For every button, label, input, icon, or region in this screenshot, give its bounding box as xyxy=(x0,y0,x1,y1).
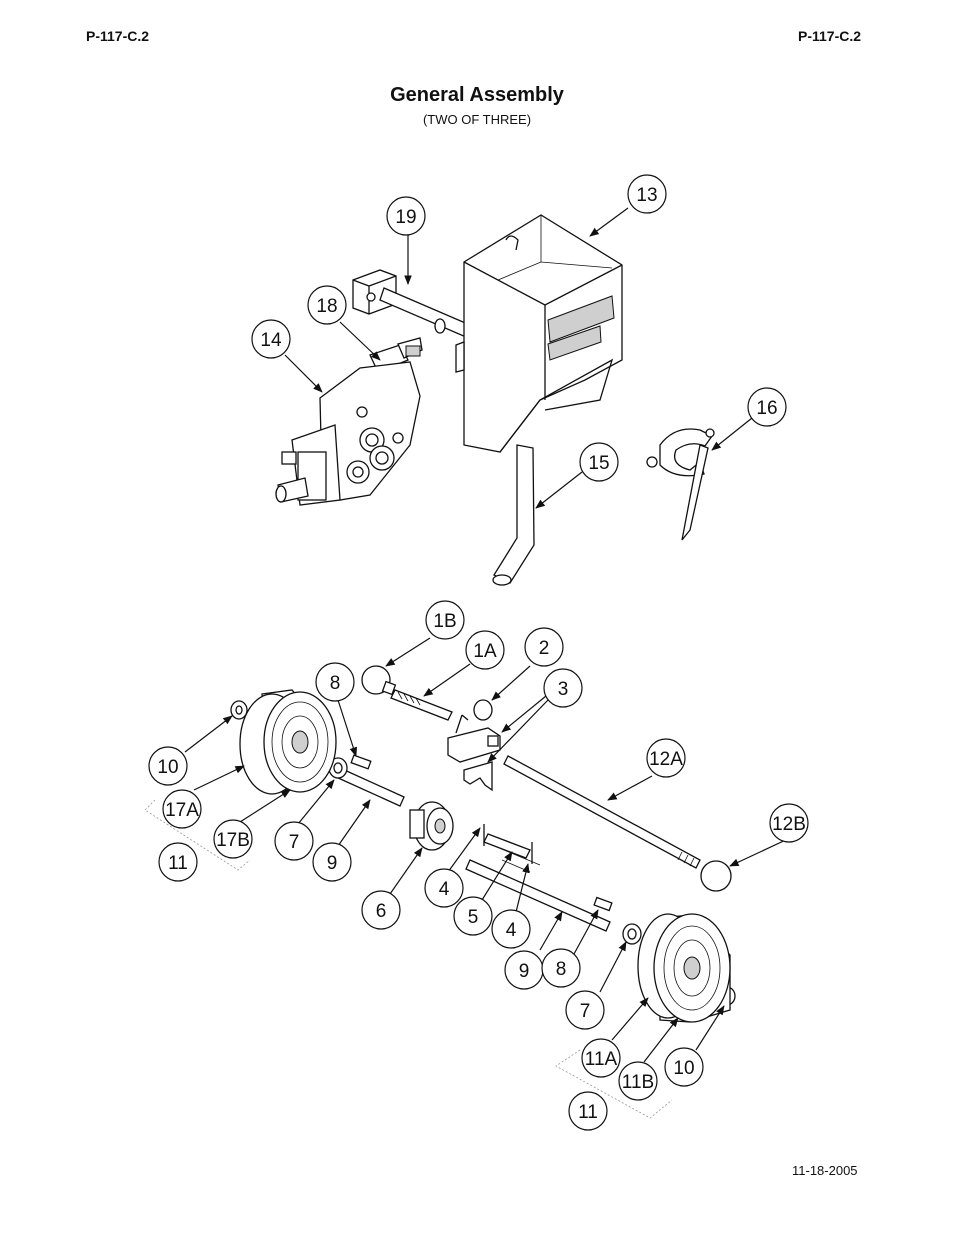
callout-label: 9 xyxy=(327,853,338,874)
leader-lines xyxy=(184,207,791,1063)
callout-16: 16 xyxy=(747,387,787,427)
callout-15: 15 xyxy=(579,442,619,482)
callout-label: 10 xyxy=(157,757,178,778)
callout-label: 5 xyxy=(468,907,479,928)
callout-9-left: 9 xyxy=(312,842,352,882)
callout-9-right: 9 xyxy=(504,950,544,990)
wheel-17 xyxy=(239,689,337,795)
doc-code-right: P-117-C.2 xyxy=(798,28,862,44)
callout-label: 1B xyxy=(433,611,456,632)
callout-label: 9 xyxy=(519,961,530,982)
wheel-11 xyxy=(637,913,731,1023)
knob-12B xyxy=(700,860,732,892)
knob-1B xyxy=(361,665,397,696)
callout-11-right: 11 xyxy=(568,1091,608,1131)
callout-18: 18 xyxy=(307,285,347,325)
retaining-ring-10-left xyxy=(230,700,248,720)
callout-17B: 17B xyxy=(213,819,253,859)
callout-1B: 1B xyxy=(425,600,465,640)
callout-label: 10 xyxy=(673,1058,694,1079)
callout-6: 6 xyxy=(361,890,401,930)
callout-label: 2 xyxy=(539,638,550,659)
page-title: General Assembly xyxy=(390,84,564,106)
threaded-rod-1A xyxy=(390,689,453,721)
callout-14: 14 xyxy=(251,319,291,359)
revision-date: 11-18-2005 xyxy=(792,1163,858,1178)
drop-tube-15 xyxy=(492,444,535,586)
callout-label: 1A xyxy=(473,641,497,662)
callout-1A: 1A xyxy=(465,630,505,670)
callout-label: 11A xyxy=(585,1049,618,1070)
callout-label: 7 xyxy=(289,832,300,853)
hopper-13 xyxy=(455,214,623,453)
callout-7-left: 7 xyxy=(274,821,314,861)
callout-10-left: 10 xyxy=(148,746,188,786)
callout-label: 11B xyxy=(622,1072,654,1093)
callout-label: 8 xyxy=(556,959,567,980)
clamp-16 xyxy=(646,428,715,541)
callout-label: 4 xyxy=(439,879,450,900)
bushing-7-right xyxy=(622,923,642,945)
callout-label: 19 xyxy=(395,207,416,228)
page-subtitle: (TWO OF THREE) xyxy=(422,112,532,127)
callout-4-left: 4 xyxy=(424,868,464,908)
callout-label: 14 xyxy=(260,330,282,351)
shaft-9-right xyxy=(465,859,611,932)
key-8-right xyxy=(593,896,613,912)
callout-label: 13 xyxy=(636,185,657,206)
callout-label: 8 xyxy=(330,673,341,694)
callout-label: 6 xyxy=(376,901,387,922)
callout-label: 12A xyxy=(649,749,683,770)
callout-11-left: 11 xyxy=(158,842,198,882)
callout-11B: 11B xyxy=(618,1061,658,1101)
callout-12B: 12B xyxy=(769,803,809,843)
callout-10-right: 10 xyxy=(664,1047,704,1087)
callout-label: 3 xyxy=(558,679,569,700)
callout-4-right: 4 xyxy=(491,909,531,949)
doc-code-left: P-117-C.2 xyxy=(86,28,150,44)
callout-label: 15 xyxy=(588,453,609,474)
callout-19: 19 xyxy=(386,196,426,236)
callout-label: 11 xyxy=(168,853,188,874)
callout-label: 12B xyxy=(772,814,806,835)
shaft-19 xyxy=(352,269,471,338)
callout-label: 17A xyxy=(165,800,199,821)
bushing-7-left xyxy=(328,757,348,779)
callout-5: 5 xyxy=(453,896,493,936)
gear-6 xyxy=(409,801,454,851)
callout-label: 17B xyxy=(216,830,250,851)
gearbox-14 xyxy=(275,361,421,506)
callout-label: 18 xyxy=(316,296,337,317)
callout-8-lower: 8 xyxy=(541,948,581,988)
callout-label: 4 xyxy=(506,920,517,941)
rod-12A xyxy=(503,755,701,869)
callout-label: 16 xyxy=(756,398,777,419)
cap-2 xyxy=(473,699,493,721)
callout-11A: 11A xyxy=(581,1038,621,1078)
callout-2: 2 xyxy=(524,627,564,667)
callout-label: 7 xyxy=(580,1001,591,1022)
plate-5 xyxy=(483,833,531,859)
callout-8-upper: 8 xyxy=(315,662,355,702)
callout-13: 13 xyxy=(627,174,667,214)
brackets-3 xyxy=(447,714,501,792)
callout-12A: 12A xyxy=(646,738,686,778)
callout-17A: 17A xyxy=(162,789,202,829)
callout-label: 11 xyxy=(578,1102,598,1123)
key-8-left xyxy=(350,754,372,770)
callout-7-right: 7 xyxy=(565,990,605,1030)
callout-3: 3 xyxy=(543,668,583,708)
